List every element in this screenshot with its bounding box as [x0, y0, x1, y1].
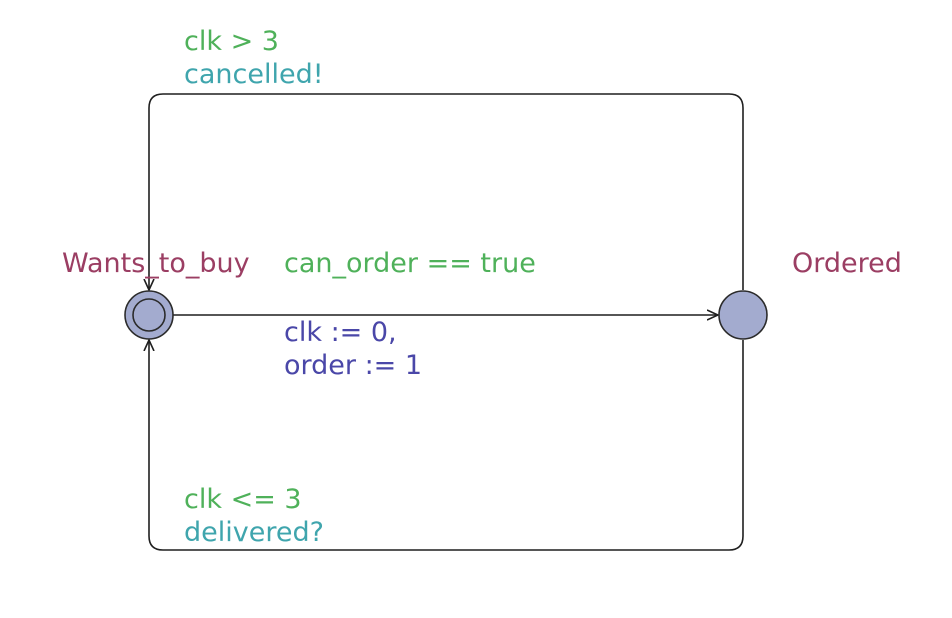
order-guard-label: can_order == true	[284, 248, 536, 279]
cancel-sync-label: cancelled!	[184, 59, 324, 90]
initial-location-marker	[132, 298, 166, 332]
location-wants-to-buy[interactable]	[124, 290, 174, 340]
deliver-sync-label: delivered?	[184, 517, 324, 548]
edge-cancel[interactable]	[149, 93, 744, 290]
order-update-label-clk: clk := 0,	[284, 317, 397, 348]
location-ordered[interactable]	[718, 290, 768, 340]
cancel-guard-label: clk > 3	[184, 26, 279, 57]
edge-deliver[interactable]	[149, 340, 744, 551]
order-update-label-order: order := 1	[284, 350, 423, 381]
location-name-ordered: Ordered	[792, 248, 902, 279]
location-name-wants-to-buy: Wants_to_buy	[62, 248, 250, 279]
deliver-guard-label: clk <= 3	[184, 484, 302, 515]
